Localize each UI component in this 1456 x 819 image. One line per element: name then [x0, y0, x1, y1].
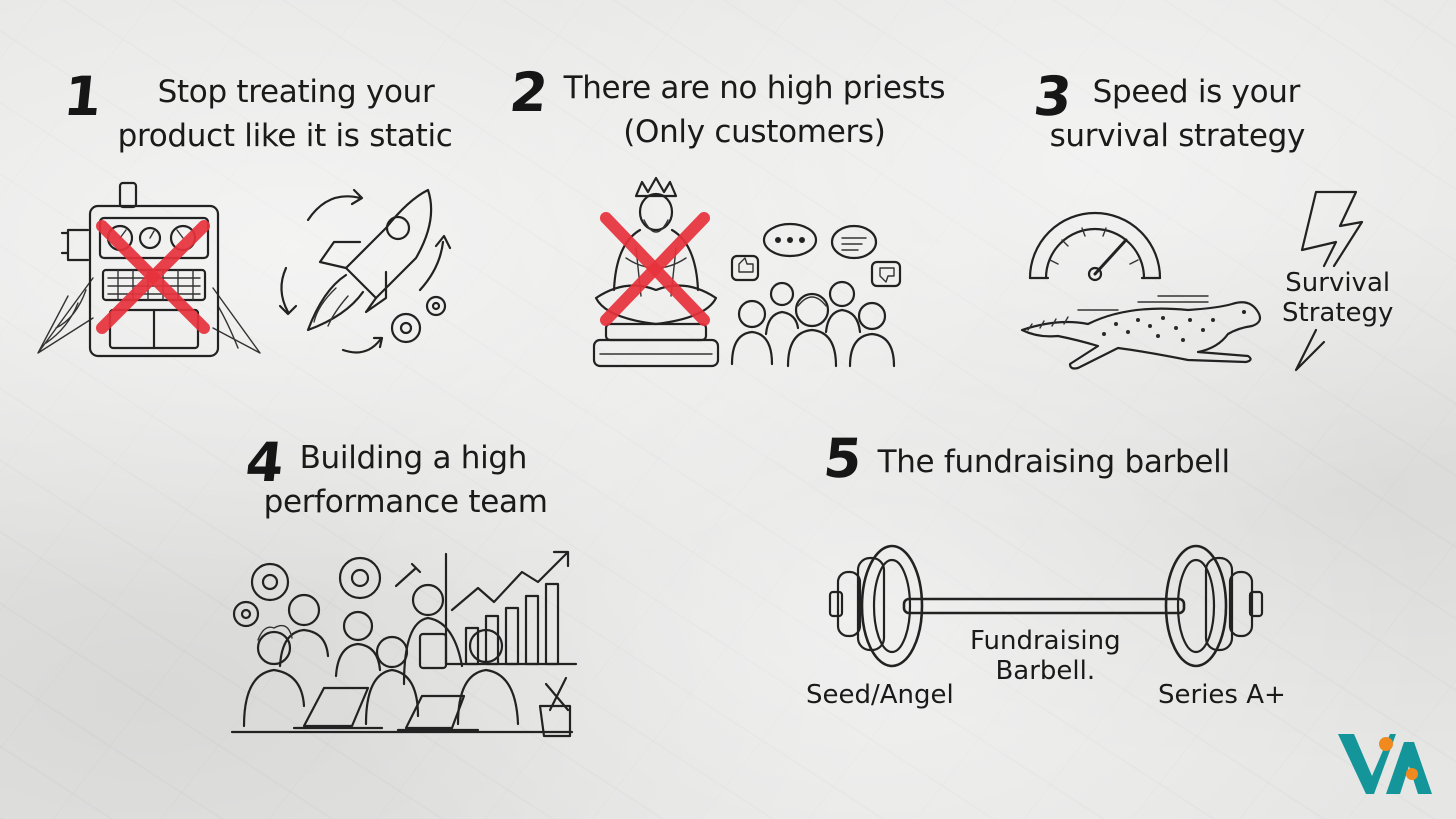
section-1-title-line-1: Stop treating your	[157, 74, 435, 110]
section-5-heading: 5 The fundraising barbell	[820, 427, 1231, 490]
priest-statue-icon	[592, 176, 720, 368]
section-1-heading: 1 Stop treating your product like it is …	[60, 65, 453, 158]
section-2-number: 2	[506, 61, 551, 124]
section-3-heading: 3 Speed is your survival strategy	[1030, 65, 1306, 158]
section-5-number: 5	[820, 427, 865, 490]
section-2-title-line-1: There are no high priests	[563, 70, 946, 106]
barbell-icon	[828, 544, 1264, 668]
growth-chart-icon	[444, 550, 578, 666]
section-1-title-line-2: product like it is static	[117, 118, 453, 154]
rocket-icon	[278, 188, 452, 354]
seed-angel-label: Seed/Angel	[806, 680, 954, 710]
section-3-title-line-1: Speed is your	[1092, 74, 1301, 110]
section-4-title-line-1: Building a high	[299, 440, 528, 476]
team-icon	[230, 556, 574, 738]
section-5-title-line-1: The fundraising barbell	[877, 444, 1231, 480]
section-4-heading: 4 Building a high performance team	[242, 431, 548, 524]
section-1-number: 1	[60, 65, 105, 128]
lightning-icon	[1294, 190, 1364, 372]
section-3-title-line-2: survival strategy	[1049, 118, 1306, 154]
series-a-label: Series A+	[1158, 680, 1286, 710]
brand-logo	[1338, 734, 1432, 794]
section-2-title-line-2: (Only customers)	[623, 114, 886, 150]
speedometer-icon	[1028, 211, 1162, 282]
survival-strategy-label: Survival Strategy	[1282, 268, 1394, 328]
cheetah-icon	[1020, 295, 1262, 370]
machine-icon	[37, 181, 261, 358]
section-4-title-line-2: performance team	[263, 484, 548, 520]
customers-icon	[730, 222, 902, 368]
section-4-number: 4	[242, 431, 287, 494]
barbell-center-label: Fundraising Barbell.	[970, 626, 1121, 686]
section-2-heading: 2 There are no high priests (Only custom…	[506, 61, 946, 154]
section-3-number: 3	[1030, 65, 1075, 128]
